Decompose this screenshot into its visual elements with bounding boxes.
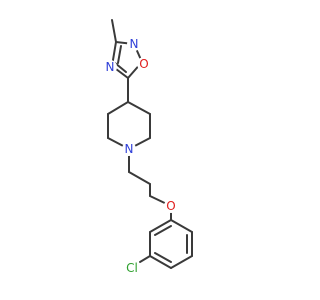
- bond-ar-3: [170, 255, 193, 269]
- bond-ch2-ch2: [128, 171, 151, 185]
- atom-o-ether-label: O: [166, 199, 175, 213]
- atom-n-oxadiazole-4: N: [103, 60, 117, 74]
- atom-n-oxadiazole-4-label: N: [106, 60, 115, 74]
- molecule-drawing: N O N N O Cl: [103, 19, 193, 277]
- bond-pip-1: [127, 101, 151, 115]
- atom-cl: Cl: [123, 259, 141, 277]
- bond-pip-6: [107, 101, 129, 115]
- structure-canvas: N O N N O Cl: [103, 19, 193, 277]
- bond-n4-c3-double: [117, 45, 122, 64]
- atom-o-ether: O: [164, 199, 178, 213]
- bond-ar-4-double: [154, 252, 172, 263]
- atom-o-oxadiazole-label: O: [139, 57, 148, 71]
- atom-n-piperidine: N: [122, 142, 136, 156]
- bond-ar-1: [170, 219, 193, 233]
- bonds: [107, 19, 193, 269]
- atom-n-piperidine-label: N: [125, 142, 134, 156]
- atom-n-oxadiazole-2: N: [127, 37, 141, 51]
- atom-cl-label: Cl: [126, 261, 138, 275]
- bond-ar-cl: [139, 255, 151, 263]
- atom-o-oxadiazole: O: [137, 57, 151, 71]
- bond-ar-6-double: [154, 225, 172, 236]
- bond-ar-6: [149, 219, 172, 233]
- atom-n-oxadiazole-2-label: N: [130, 37, 139, 51]
- bond-c5-n4-double: [114, 62, 127, 73]
- bond-methyl: [111, 19, 117, 43]
- atom-labels: N O N N O Cl: [103, 37, 178, 277]
- bond-ar-4: [149, 255, 172, 269]
